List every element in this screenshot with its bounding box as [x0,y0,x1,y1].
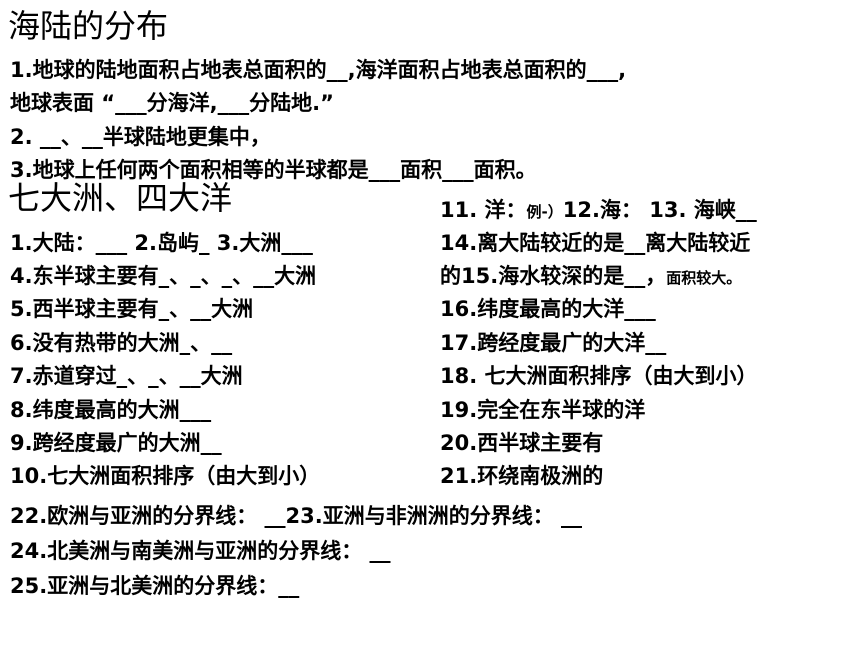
right-item-19: 19.完全在东半球的洋 [440,398,646,422]
right-item-15-small: 面积较大。 [666,269,742,287]
right-item-18: 18. 七大洲面积排序（由大到小） [440,364,758,388]
right-item-11: 11. 洋：例-）12.海： 13. 海峡__ [440,200,757,221]
question-line-2: 2. __、__半球陆地更集中， [10,125,271,149]
right-item-11-example: 例-） [526,203,563,221]
right-item-16: 16.纬度最高的大洋___ [440,297,656,321]
left-item-6: 6.没有热带的大洲_、__ [10,331,233,355]
bottom-item-24: 24.北美洲与南美洲与亚洲的分界线： __ [10,539,391,563]
question-line-3: 3.地球上任何两个面积相等的半球都是___面积___面积。 [10,158,537,182]
question-line-1b: 地球表面 “___分海洋,___分陆地.” [10,91,334,115]
left-item-7: 7.赤道穿过_、_、__大洲 [10,364,243,388]
bottom-item-22-23: 22.欧洲与亚洲的分界线： __23.亚洲与非洲洲的分界线： __ [10,504,583,528]
question-line-1: 1.地球的陆地面积占地表总面积的__,海洋面积占地表总面积的___, [10,58,627,82]
right-item-11-main: 11. 洋： [440,198,527,222]
left-item-10: 10.七大洲面积排序（由大到小） [10,464,321,488]
section-title: 七大洲、四大洋 [8,179,233,217]
page-title: 海陆的分布 [8,7,169,45]
right-item-15: 的15.海水较深的是__，面积较大。 [440,266,741,287]
right-item-14: 14.离大陆较近的是__离大陆较近 [440,231,751,255]
right-item-12-13: 12.海： 13. 海峡__ [562,198,757,222]
left-item-8: 8.纬度最高的大洲___ [10,398,212,422]
left-item-5: 5.西半球主要有_、__大洲 [10,297,254,321]
right-item-21: 21.环绕南极洲的 [440,464,604,488]
left-item-9: 9.跨经度最广的大洲__ [10,431,222,455]
right-item-20: 20.西半球主要有 [440,431,604,455]
left-item-1: 1.大陆：___ 2.岛屿_ 3.大洲___ [10,231,313,255]
right-item-15-main: 的15.海水较深的是__， [440,264,667,288]
left-item-4: 4.东半球主要有_、_、_、__大洲 [10,264,317,288]
bottom-item-25: 25.亚洲与北美洲的分界线：__ [10,574,300,598]
right-item-17: 17.跨经度最广的大洋__ [440,331,667,355]
